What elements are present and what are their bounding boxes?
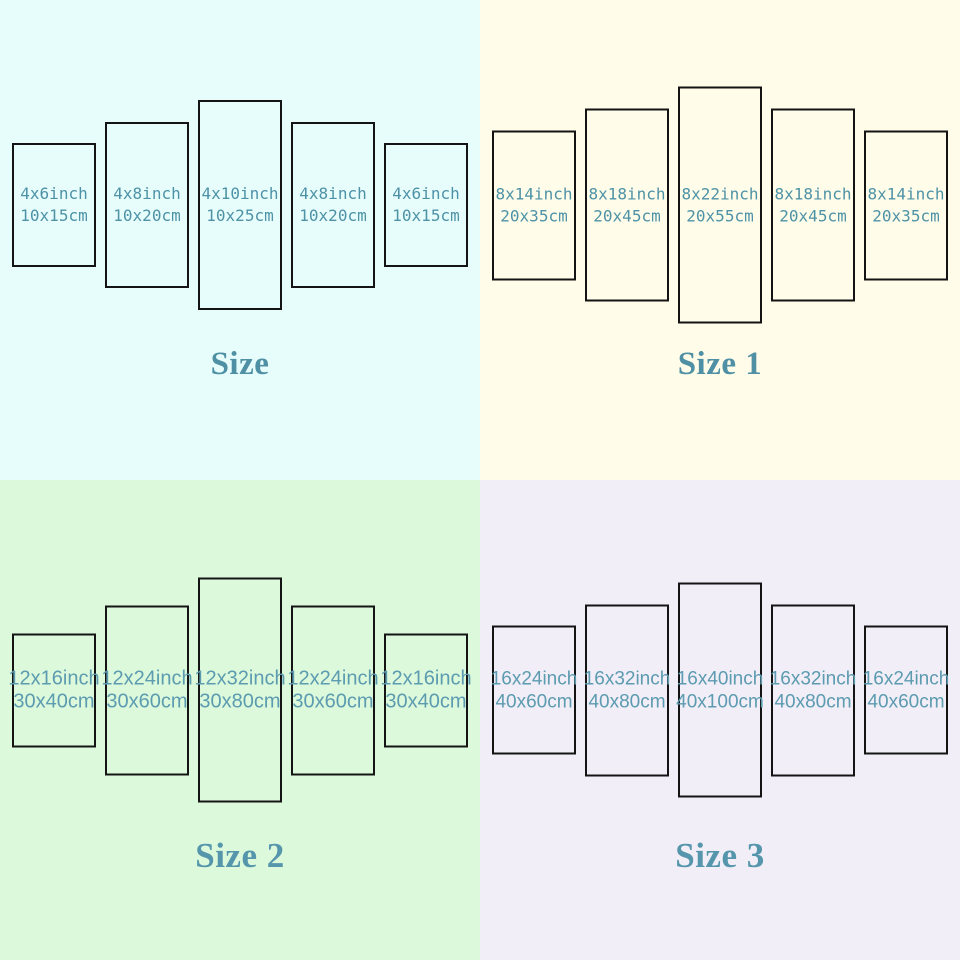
- panel-inch-label: 12x24inch: [287, 667, 379, 689]
- size-chart-quadrant-size: 4x6inch 10x15cm 4x8inch 10x20cm 4x10inch…: [0, 0, 480, 480]
- canvas-panel: 12x24inch 30x60cm: [101, 605, 193, 775]
- canvas-panel: 12x16inch 30x40cm: [380, 633, 472, 747]
- panel-inch-label: 16x32inch: [769, 668, 857, 689]
- panel-inch-label: 12x16inch: [8, 667, 100, 689]
- panel-inch-label: 8x14inch: [495, 184, 573, 203]
- canvas-panel: 4x8inch 10x20cm: [105, 122, 189, 288]
- panel-cm-label: 10x25cm: [206, 206, 274, 225]
- panel-cm-label: 40x80cm: [588, 691, 666, 712]
- panel-inch-label: 4x8inch: [113, 184, 181, 203]
- canvas-panel: 16x32inch 40x80cm: [583, 604, 671, 776]
- canvas-panel: 12x32inch 30x80cm: [194, 577, 286, 803]
- canvas-panel: 8x14inch 20x35cm: [492, 130, 576, 280]
- panel-inch-label: 16x40inch: [676, 668, 764, 689]
- canvas-panel: 8x22inch 20x55cm: [678, 86, 762, 324]
- canvas-panel: 12x24inch 30x60cm: [287, 605, 379, 775]
- panel-inch-label: 8x14inch: [867, 184, 945, 203]
- panel-inch-label: 12x32inch: [194, 667, 286, 689]
- panel-inch-label: 16x24inch: [490, 668, 578, 689]
- canvas-panel: 16x32inch 40x80cm: [769, 604, 857, 776]
- canvas-panel: 8x18inch 20x45cm: [771, 108, 855, 302]
- panel-inch-label: 12x24inch: [101, 667, 193, 689]
- panel-cm-label: 30x40cm: [13, 690, 95, 712]
- panel-inch-label: 16x32inch: [583, 668, 671, 689]
- panel-inch-label: 12x16inch: [380, 667, 472, 689]
- panel-inch-label: 16x24inch: [862, 668, 950, 689]
- size-chart-quadrant-size-1: 8x14inch 20x35cm 8x18inch 20x45cm 8x22in…: [480, 0, 960, 480]
- panel-cm-label: 40x60cm: [495, 691, 573, 712]
- panel-cm-label: 30x60cm: [292, 690, 374, 712]
- panel-cm-label: 40x60cm: [867, 691, 945, 712]
- panel-cm-label: 20x55cm: [686, 206, 754, 225]
- canvas-panel: 16x24inch 40x60cm: [862, 625, 950, 755]
- panel-cm-label: 30x60cm: [106, 690, 188, 712]
- canvas-panel: 16x40inch 40x100cm: [676, 582, 764, 798]
- size-chart-quadrant-size-3: 16x24inch 40x60cm 16x32inch 40x80cm 16x4…: [480, 480, 960, 960]
- size-group-title: Size 1: [677, 346, 763, 382]
- panel-cm-label: 10x15cm: [392, 206, 460, 225]
- canvas-panel: 4x10inch 10x25cm: [198, 100, 282, 310]
- panel-row: 16x24inch 40x60cm 16x32inch 40x80cm 16x4…: [480, 582, 960, 798]
- canvas-panel: 4x8inch 10x20cm: [291, 122, 375, 288]
- canvas-panel: 12x16inch 30x40cm: [8, 633, 100, 747]
- panel-row: 12x16inch 30x40cm 12x24inch 30x60cm 12x3…: [0, 577, 480, 803]
- panel-inch-label: 4x10inch: [201, 184, 279, 203]
- panel-cm-label: 10x20cm: [299, 206, 367, 225]
- canvas-panel: 8x18inch 20x45cm: [585, 108, 669, 302]
- canvas-panel: 4x6inch 10x15cm: [12, 143, 96, 267]
- panel-inch-label: 8x22inch: [681, 184, 759, 203]
- panel-cm-label: 20x45cm: [593, 206, 661, 225]
- canvas-panel: 16x24inch 40x60cm: [490, 625, 578, 755]
- panel-cm-label: 40x100cm: [676, 691, 764, 712]
- panel-cm-label: 20x35cm: [872, 206, 940, 225]
- panel-inch-label: 8x18inch: [588, 184, 666, 203]
- panel-inch-label: 4x6inch: [20, 184, 88, 203]
- size-group-title: Size 2: [195, 836, 285, 875]
- panel-inch-label: 4x8inch: [299, 184, 367, 203]
- size-chart-quadrant-size-2: 12x16inch 30x40cm 12x24inch 30x60cm 12x3…: [0, 480, 480, 960]
- canvas-panel: 4x6inch 10x15cm: [384, 143, 468, 267]
- panel-cm-label: 10x20cm: [113, 206, 181, 225]
- panel-cm-label: 30x80cm: [199, 690, 281, 712]
- panel-row: 4x6inch 10x15cm 4x8inch 10x20cm 4x10inch…: [0, 100, 480, 310]
- panel-cm-label: 40x80cm: [774, 691, 852, 712]
- panel-cm-label: 10x15cm: [20, 206, 88, 225]
- size-group-title: Size: [210, 346, 270, 382]
- panel-inch-label: 4x6inch: [392, 184, 460, 203]
- panel-cm-label: 30x40cm: [385, 690, 467, 712]
- size-group-title: Size 3: [675, 836, 765, 875]
- panel-inch-label: 8x18inch: [774, 184, 852, 203]
- panel-cm-label: 20x35cm: [500, 206, 568, 225]
- panel-row: 8x14inch 20x35cm 8x18inch 20x45cm 8x22in…: [480, 86, 960, 324]
- canvas-panel: 8x14inch 20x35cm: [864, 130, 948, 280]
- panel-cm-label: 20x45cm: [779, 206, 847, 225]
